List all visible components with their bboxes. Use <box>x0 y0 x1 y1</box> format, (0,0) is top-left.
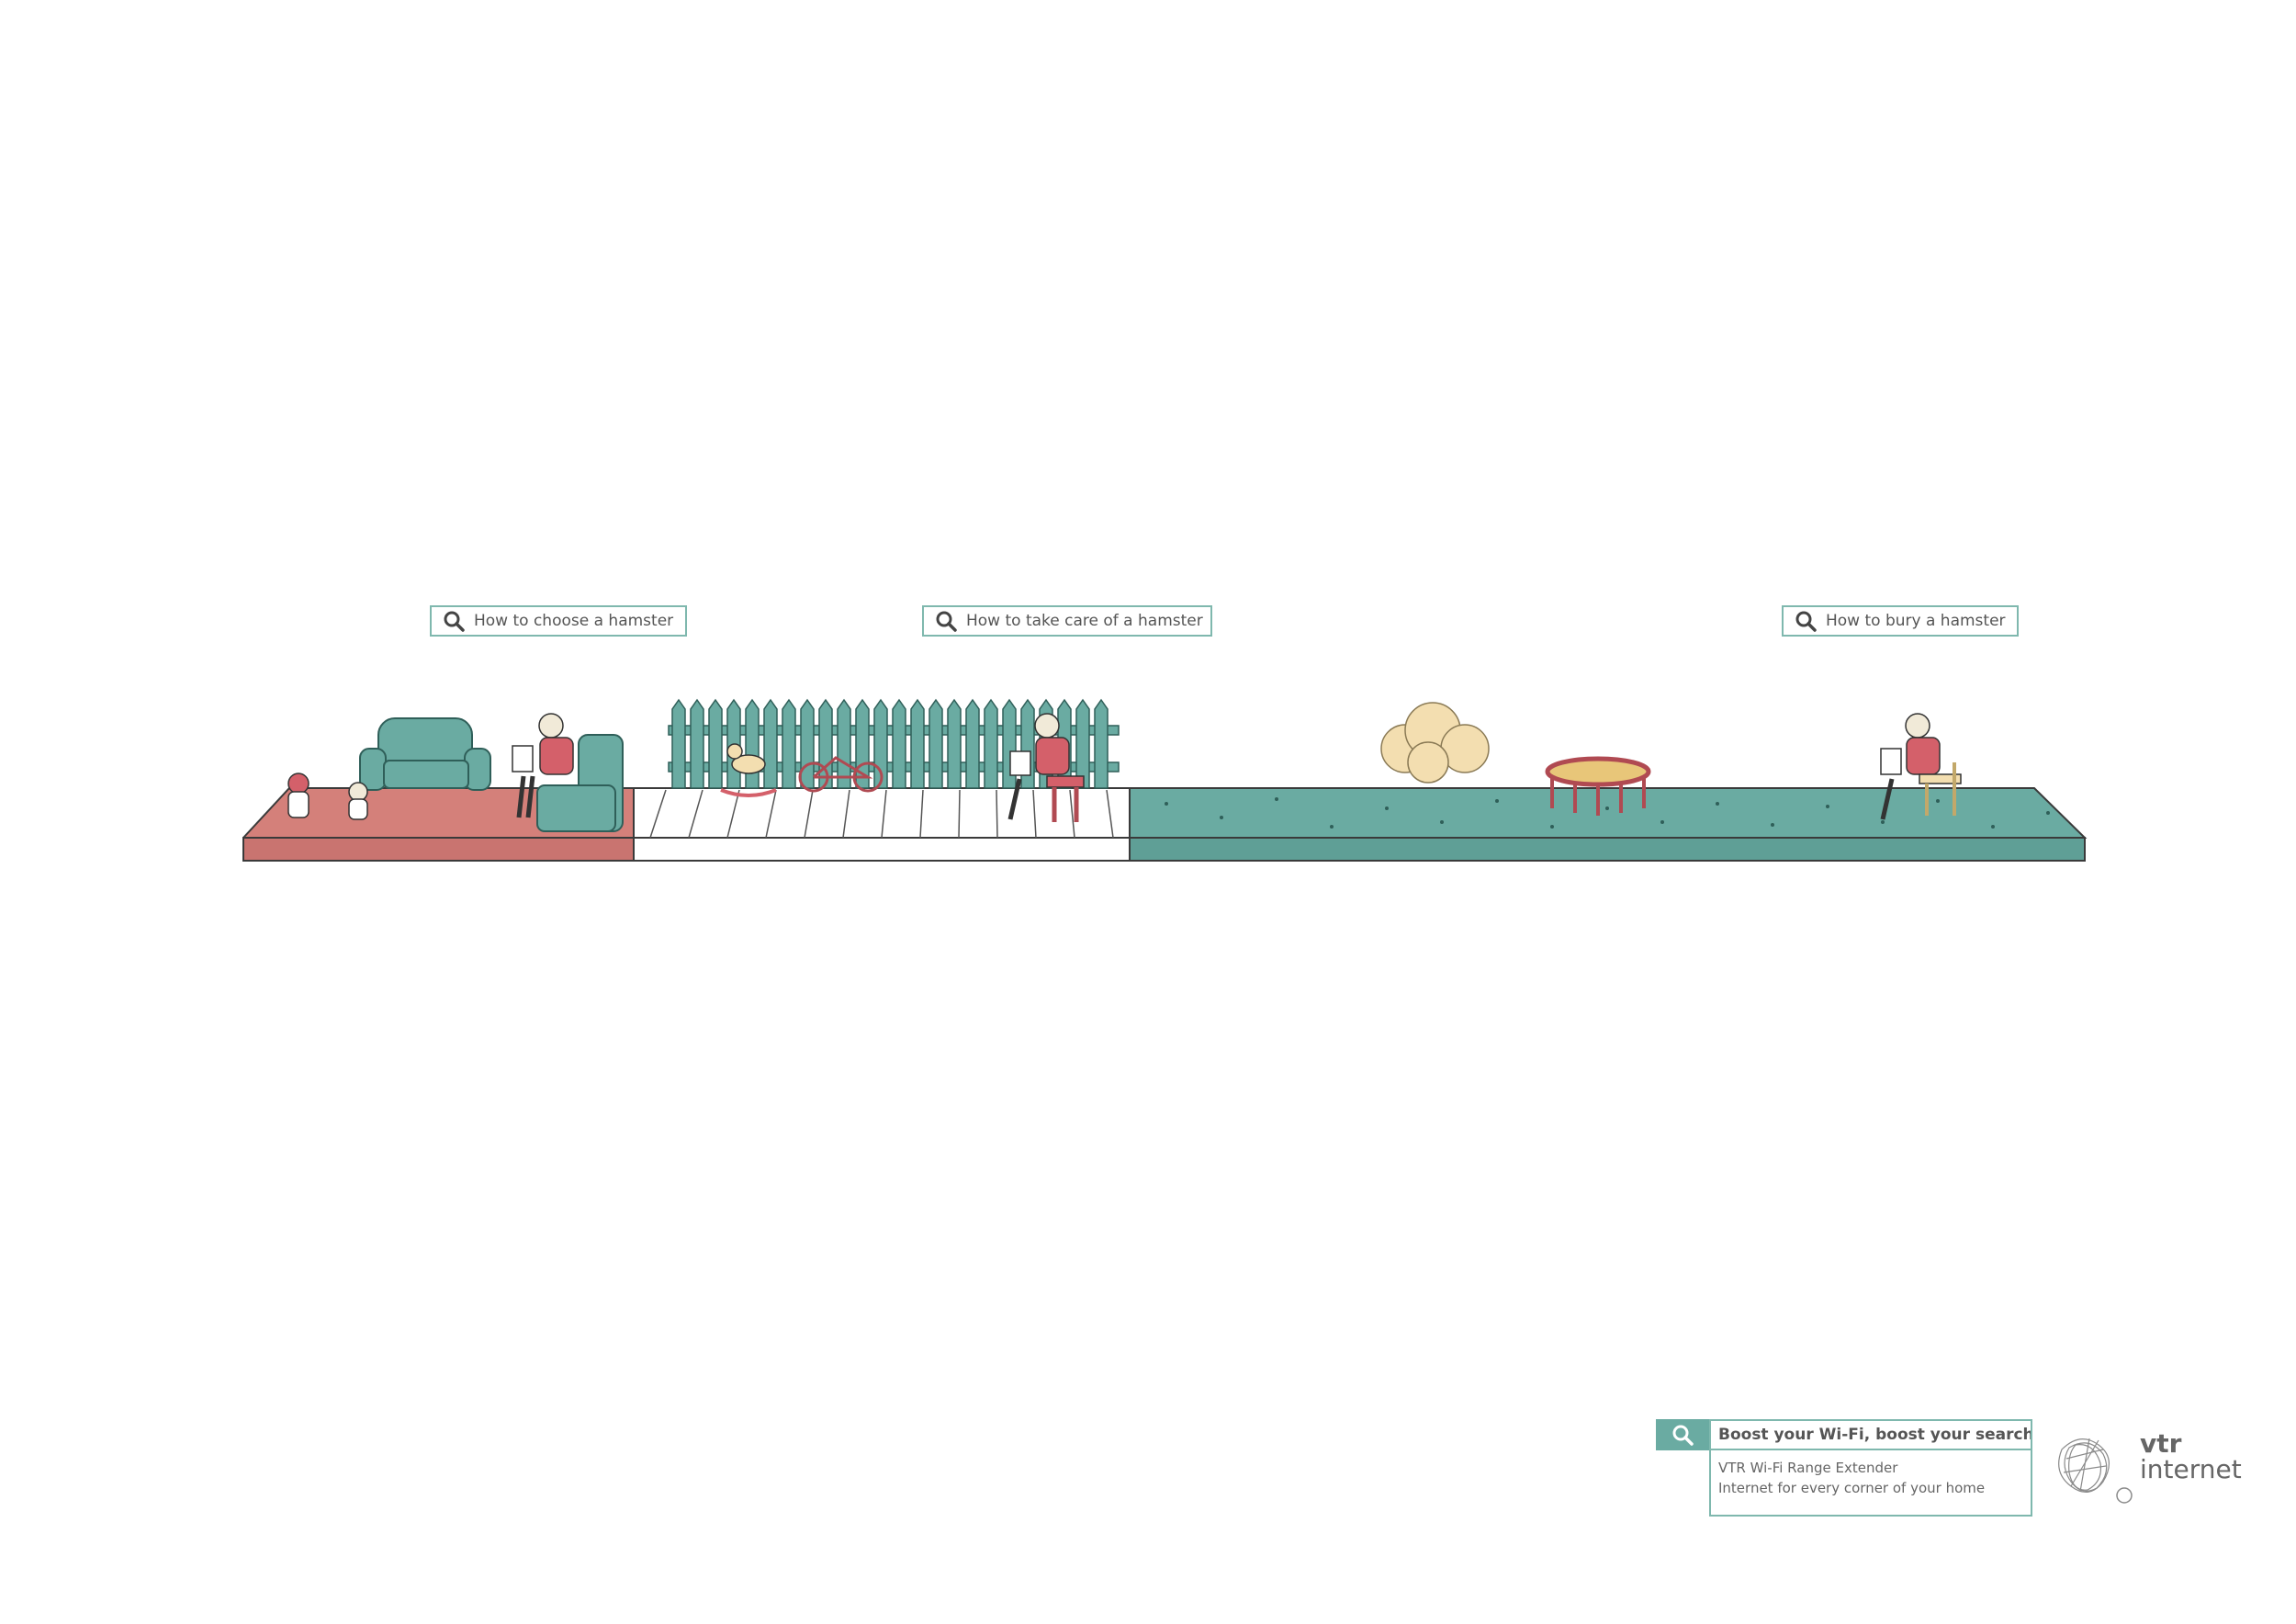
footer-search-button[interactable] <box>1656 1419 1709 1450</box>
living-room-carpet <box>242 787 635 862</box>
children-playing <box>287 773 368 820</box>
search-query: How to bury a hamster <box>1826 612 2006 630</box>
vtr-swirl-logo-icon <box>2058 1438 2133 1504</box>
sofa <box>359 717 491 791</box>
search-query: How to choose a hamster <box>474 612 674 630</box>
search-icon <box>444 611 465 632</box>
person-stool <box>1007 713 1085 822</box>
footer-product: VTR Wi-Fi Range Extender <box>1718 1460 1898 1476</box>
rocking-horse <box>720 743 777 797</box>
search-query: How to take care of a hamster <box>966 612 1203 630</box>
vtr-internet-logo: vtr internet <box>2053 1431 2255 1505</box>
footer-headline: Boost your Wi-Fi, boost your searches <box>1718 1426 2032 1444</box>
trampoline <box>1545 756 1651 816</box>
brand-name: vtr <box>2140 1428 2182 1459</box>
search-box-choose[interactable]: How to choose a hamster <box>430 605 687 637</box>
person-lawn-chair <box>1880 713 1962 820</box>
footer-tagline: Internet for every corner of your home <box>1718 1480 1986 1496</box>
search-icon <box>1795 611 1817 632</box>
footer-suggestion-panel: VTR Wi-Fi Range Extender Internet for ev… <box>1709 1450 2032 1517</box>
wooden-deck <box>633 787 1131 862</box>
search-icon <box>936 611 957 632</box>
armchair <box>536 734 624 832</box>
bicycle <box>798 756 884 793</box>
footer-search-bar[interactable]: Boost your Wi-Fi, boost your searches <box>1656 1419 2032 1450</box>
grass-lawn <box>1129 787 2088 862</box>
footer-search-input[interactable]: Boost your Wi-Fi, boost your searches <box>1709 1419 2032 1450</box>
person-armchair <box>512 713 574 818</box>
search-box-bury[interactable]: How to bury a hamster <box>1782 605 2019 637</box>
bush <box>1380 702 1490 784</box>
brand-sub: internet <box>2140 1454 2242 1484</box>
search-box-care[interactable]: How to take care of a hamster <box>922 605 1212 637</box>
search-icon <box>1672 1425 1694 1446</box>
